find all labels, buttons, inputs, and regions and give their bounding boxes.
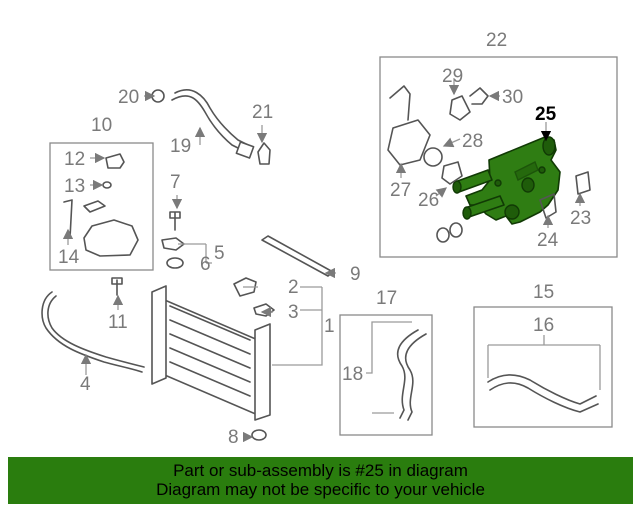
part-25-thermostat-housing[interactable] (452, 136, 561, 225)
callout-3[interactable]: 3 (288, 302, 299, 323)
callout-8[interactable]: 8 (228, 427, 239, 448)
callout-10[interactable]: 10 (91, 115, 112, 136)
group-box-22 (379, 56, 618, 258)
part-18-hose[interactable] (396, 329, 419, 419)
callout-26[interactable]: 26 (418, 190, 439, 211)
group-box-15 (473, 306, 613, 428)
group-box-10 (49, 142, 154, 271)
part-4-seal[interactable] (41, 291, 143, 373)
part-21-gasket[interactable] (257, 142, 271, 165)
part-28-o-ring[interactable] (423, 147, 443, 167)
part-6-bushing[interactable] (166, 257, 184, 269)
part-26-thermostat[interactable] (441, 161, 463, 185)
part-10-reservoir-tank[interactable] (83, 219, 139, 257)
part-3-lower-bracket[interactable] (253, 303, 275, 317)
parts-diagram: 1 2 3 4 5 6 7 8 9 10 11 12 13 14 15 16 1… (41, 30, 618, 448)
callout-15[interactable]: 15 (533, 282, 554, 303)
part-16-hose[interactable] (487, 374, 597, 405)
callout-1[interactable]: 1 (324, 316, 335, 337)
callout-13[interactable]: 13 (64, 176, 85, 197)
part-19-bypass-pipe[interactable] (171, 95, 247, 153)
callout-27[interactable]: 27 (390, 180, 411, 201)
callout-6[interactable]: 6 (200, 254, 211, 275)
part-5-bracket[interactable] (161, 237, 185, 251)
callout-30[interactable]: 30 (502, 87, 523, 108)
callout-18[interactable]: 18 (342, 364, 363, 385)
callout-29[interactable]: 29 (442, 66, 463, 87)
callout-25[interactable]: 25 (535, 104, 557, 125)
callout-2[interactable]: 2 (288, 277, 299, 298)
callout-17[interactable]: 17 (376, 288, 397, 309)
part-30-clip[interactable] (469, 87, 489, 105)
callout-16[interactable]: 16 (533, 315, 554, 336)
callout-4[interactable]: 4 (80, 374, 91, 395)
part-23-o-ring[interactable] (575, 171, 591, 195)
part-24-gasket[interactable] (539, 193, 557, 219)
info-banner: Part or sub-assembly is #25 in diagram D… (8, 457, 633, 504)
callout-28[interactable]: 28 (462, 131, 483, 152)
banner-line-part: Part or sub-assembly is #25 in diagram (173, 461, 468, 480)
part-7-bolt[interactable] (169, 211, 181, 231)
part-1-radiator[interactable] (151, 285, 271, 421)
callout-23[interactable]: 23 (570, 208, 591, 229)
callout-22[interactable]: 22 (486, 30, 507, 51)
callout-9[interactable]: 9 (350, 264, 361, 285)
callout-11[interactable]: 11 (108, 312, 128, 333)
callout-21[interactable]: 21 (252, 102, 273, 123)
part-11-bolt[interactable] (111, 277, 123, 296)
callout-14[interactable]: 14 (58, 247, 80, 268)
part-9-seal-strip[interactable] (261, 235, 334, 277)
banner-line-disclaimer: Diagram may not be specific to your vehi… (156, 480, 485, 499)
part-27-gasket[interactable] (387, 119, 431, 166)
callout-24[interactable]: 24 (537, 230, 559, 251)
callout-12[interactable]: 12 (64, 149, 85, 170)
callout-5[interactable]: 5 (214, 243, 225, 264)
part-12-reservoir-cap[interactable] (105, 153, 125, 169)
part-13-clip[interactable] (102, 181, 112, 189)
callout-20[interactable]: 20 (118, 87, 139, 108)
group-box-17 (339, 314, 433, 436)
callout-7[interactable]: 7 (170, 172, 181, 193)
part-8-drain-plug[interactable] (251, 429, 267, 441)
callout-19[interactable]: 19 (170, 136, 191, 157)
part-29-sensor[interactable] (449, 95, 471, 121)
